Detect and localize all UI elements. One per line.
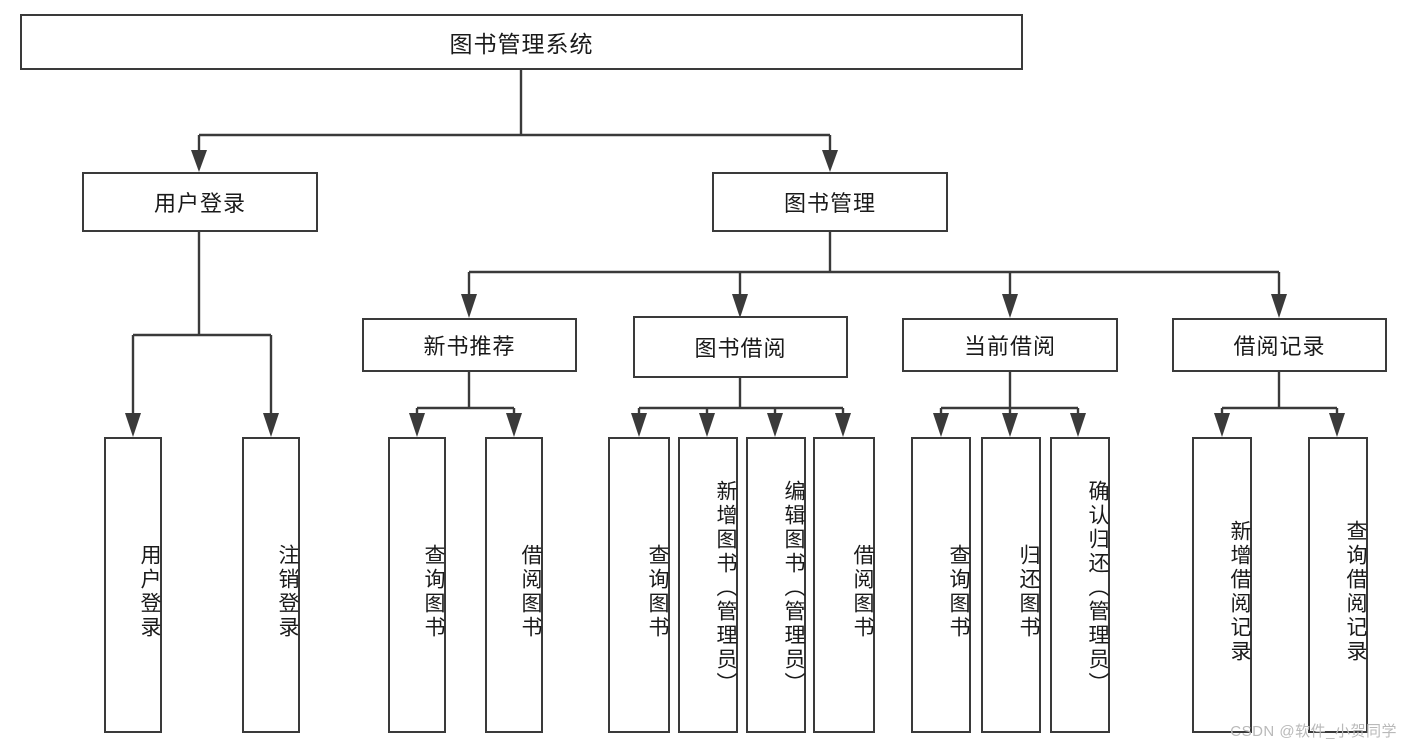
leaf-add-book-admin[interactable]: 新增图书（管理员）: [678, 437, 738, 733]
leaf-label: 查询图书: [646, 544, 669, 640]
node-book-borrow[interactable]: 图书借阅: [633, 316, 848, 378]
node-current-borrow[interactable]: 当前借阅: [902, 318, 1118, 372]
leaf-label: 用户登录: [138, 544, 161, 640]
leaf-label: 查询借阅记录: [1344, 520, 1367, 664]
leaf-query-book-borrow[interactable]: 查询图书: [608, 437, 670, 733]
node-borrow-record[interactable]: 借阅记录: [1172, 318, 1387, 372]
node-user-login[interactable]: 用户登录: [82, 172, 318, 232]
leaf-return-book[interactable]: 归还图书: [981, 437, 1041, 733]
leaf-query-book-recommend[interactable]: 查询图书: [388, 437, 446, 733]
leaf-label: 查询图书: [422, 544, 445, 640]
leaf-query-borrow-record[interactable]: 查询借阅记录: [1308, 437, 1368, 733]
leaf-borrow-book-recommend[interactable]: 借阅图书: [485, 437, 543, 733]
node-new-book-recommend[interactable]: 新书推荐: [362, 318, 577, 372]
leaf-label: 借阅图书: [851, 544, 874, 640]
leaf-label: 借阅图书: [519, 544, 542, 640]
leaf-label: 新增借阅记录: [1228, 520, 1251, 664]
leaf-label: 注销登录: [276, 544, 299, 640]
leaf-logout[interactable]: 注销登录: [242, 437, 300, 733]
leaf-add-borrow-record[interactable]: 新增借阅记录: [1192, 437, 1252, 733]
leaf-label: 编辑图书（管理员）: [782, 480, 805, 696]
leaf-label: 查询图书: [947, 544, 970, 640]
leaf-label: 新增图书（管理员）: [714, 480, 737, 696]
leaf-confirm-return-admin[interactable]: 确认归还（管理员）: [1050, 437, 1110, 733]
node-root-system[interactable]: 图书管理系统: [20, 14, 1023, 70]
leaf-query-book-current[interactable]: 查询图书: [911, 437, 971, 733]
leaf-edit-book-admin[interactable]: 编辑图书（管理员）: [746, 437, 806, 733]
leaf-label: 归还图书: [1017, 544, 1040, 640]
leaf-borrow-book[interactable]: 借阅图书: [813, 437, 875, 733]
leaf-label: 确认归还（管理员）: [1086, 480, 1109, 696]
leaf-user-login[interactable]: 用户登录: [104, 437, 162, 733]
node-book-management[interactable]: 图书管理: [712, 172, 948, 232]
watermark-text: CSDN @软件_小贺同学: [1230, 723, 1397, 740]
